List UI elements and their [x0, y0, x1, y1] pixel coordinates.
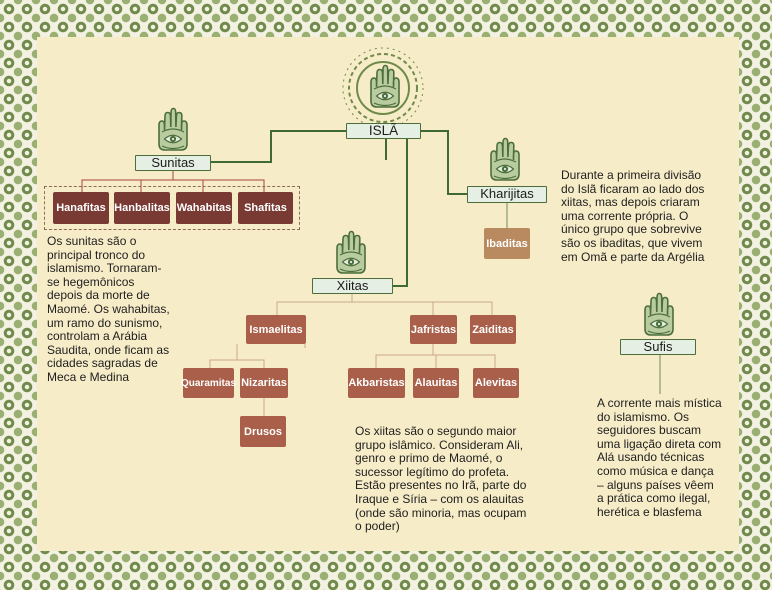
box-zaiditas: Zaiditas — [470, 315, 516, 344]
diagram-panel — [37, 37, 739, 551]
hamsa-hand-icon — [484, 135, 524, 183]
kharijitas-description: Durante a primeira divisão do Islã ficar… — [561, 168, 705, 264]
box-nizaritas: Nizaritas — [240, 368, 288, 398]
hamsa-hand-icon — [330, 228, 370, 276]
hamsa-hand-icon — [152, 105, 192, 153]
label-sunitas: Sunitas — [135, 155, 211, 171]
box-hanafitas: Hanafitas — [53, 192, 109, 224]
box-quaramitas: Quaramitas — [181, 368, 236, 398]
sunitas-schools-group — [44, 186, 300, 230]
box-alevitas: Alevitas — [473, 368, 519, 398]
label-sufis: Sufis — [620, 339, 696, 355]
hamsa-hand-icon — [364, 64, 404, 108]
box-wahabitas: Wahabitas — [176, 192, 232, 224]
sunitas-description: Os sunitas são o principal tronco do isl… — [47, 234, 170, 384]
box-ismaelitas: Ismaelitas — [246, 315, 306, 344]
box-shafitas: Shafitas — [238, 192, 293, 224]
box-drusos: Drusos — [240, 416, 286, 447]
xiitas-description: Os xiitas são o segundo maior grupo islâ… — [355, 424, 527, 534]
arabesque-medallion-icon — [342, 47, 424, 129]
box-jafristas: Jafristas — [410, 315, 457, 344]
root-label-isla: ISLÃ — [346, 123, 421, 139]
box-alauitas: Alauitas — [413, 368, 459, 398]
label-kharijitas: Kharijitas — [467, 186, 547, 203]
box-ibaditas: Ibaditas — [484, 228, 530, 259]
box-akbaristas: Akbaristas — [348, 368, 405, 398]
sufis-description: A corrente mais mística do islamismo. Os… — [597, 396, 722, 519]
box-hanbalitas: Hanbalitas — [114, 192, 170, 224]
hamsa-hand-icon — [638, 290, 678, 338]
label-xiitas: Xiitas — [312, 278, 393, 294]
